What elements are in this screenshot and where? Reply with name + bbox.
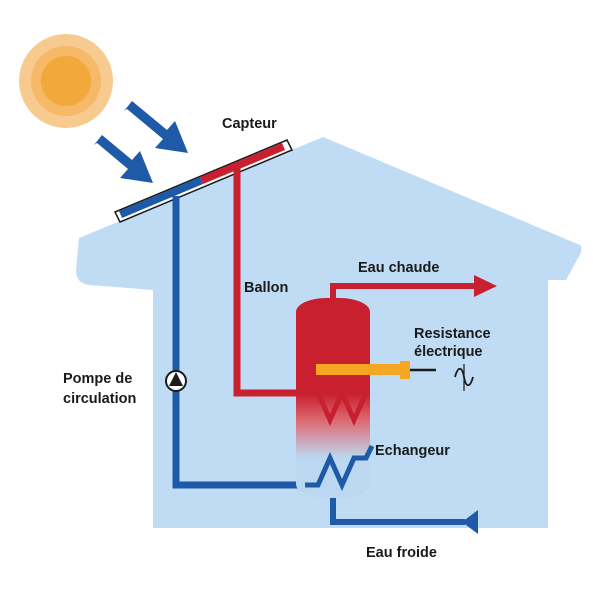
label-echangeur: Echangeur xyxy=(375,443,450,459)
ac-sine-icon xyxy=(454,364,474,391)
cold-water-arrow-icon xyxy=(462,510,478,534)
label-resistance-line2: électrique xyxy=(414,344,483,360)
exchanger-coil-hot xyxy=(305,386,369,427)
hot-water-outlet-pipe xyxy=(330,283,478,300)
pump-icon xyxy=(165,370,187,392)
label-resistance-line1: Resistance xyxy=(414,326,491,342)
sun-icon xyxy=(19,34,113,128)
label-pompe-line2: circulation xyxy=(63,391,136,407)
label-pompe-line1: Pompe de xyxy=(63,371,132,387)
label-capteur: Capteur xyxy=(222,116,277,132)
sunlight-arrow-icon xyxy=(94,101,188,183)
hot-pipe xyxy=(233,168,305,397)
storage-tank xyxy=(296,298,370,498)
electric-resistance xyxy=(316,361,436,379)
label-eau-chaude: Eau chaude xyxy=(358,260,439,276)
label-eau-froide: Eau froide xyxy=(366,545,437,561)
exchanger-coil-cold xyxy=(305,444,375,492)
hot-water-arrow-icon xyxy=(474,275,497,297)
cold-pipe xyxy=(172,196,305,489)
cold-water-inlet-pipe xyxy=(330,498,465,525)
solar-collector xyxy=(113,139,294,223)
label-ballon: Ballon xyxy=(244,280,288,296)
